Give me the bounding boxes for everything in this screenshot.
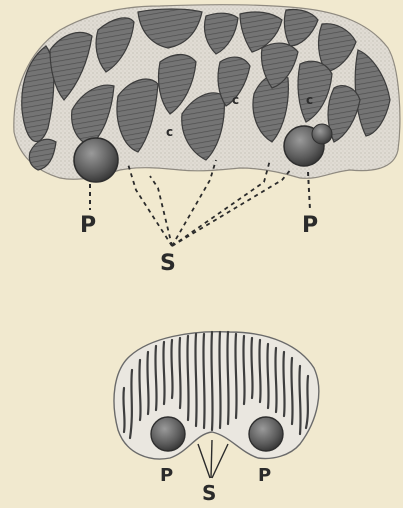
striation xyxy=(219,332,220,428)
upper-label-p-left: P xyxy=(80,213,96,238)
striation xyxy=(187,336,188,420)
striation xyxy=(259,340,260,402)
lower-leader-s-2 xyxy=(211,440,212,478)
upper-label-s: S xyxy=(160,251,176,276)
lower-nodule-right xyxy=(249,417,283,451)
striation xyxy=(243,336,244,404)
lower-label-p-right: P xyxy=(258,465,271,486)
upper-nodule-right-small xyxy=(312,124,332,144)
striation xyxy=(275,348,276,412)
upper-figure: P P S c c c xyxy=(14,5,400,276)
upper-label-c-2: c xyxy=(232,93,239,107)
striation xyxy=(251,338,252,398)
leader-s-4 xyxy=(172,160,270,246)
leaders-s xyxy=(128,160,292,246)
striation xyxy=(267,344,268,408)
striation xyxy=(147,352,148,414)
lower-leader-s-3 xyxy=(212,444,228,478)
lower-label-p-left: P xyxy=(160,465,173,486)
striation xyxy=(171,340,172,398)
lower-label-s: S xyxy=(202,481,216,505)
striation xyxy=(179,338,180,408)
lower-leaders-s xyxy=(198,440,228,478)
lower-nodule-left xyxy=(151,417,185,451)
lower-leader-s-1 xyxy=(198,444,210,478)
lower-figure: P P S xyxy=(114,332,319,505)
striation xyxy=(139,360,140,420)
striation xyxy=(211,332,212,430)
upper-label-c-1: c xyxy=(166,125,173,139)
lower-tissue-outline xyxy=(114,332,319,459)
striation xyxy=(235,334,236,418)
striation xyxy=(299,366,300,434)
leader-s-5 xyxy=(172,168,292,246)
upper-nodule-left xyxy=(74,138,118,182)
leader-s-2 xyxy=(150,176,172,246)
upper-label-c-3: c xyxy=(306,93,313,107)
striation xyxy=(163,342,164,404)
upper-label-p-right: P xyxy=(302,213,318,238)
striation xyxy=(291,358,292,424)
striation xyxy=(283,352,284,416)
striation xyxy=(195,334,196,426)
striation xyxy=(155,346,156,410)
striation xyxy=(203,334,204,428)
striation xyxy=(227,332,228,424)
striation xyxy=(123,388,124,432)
